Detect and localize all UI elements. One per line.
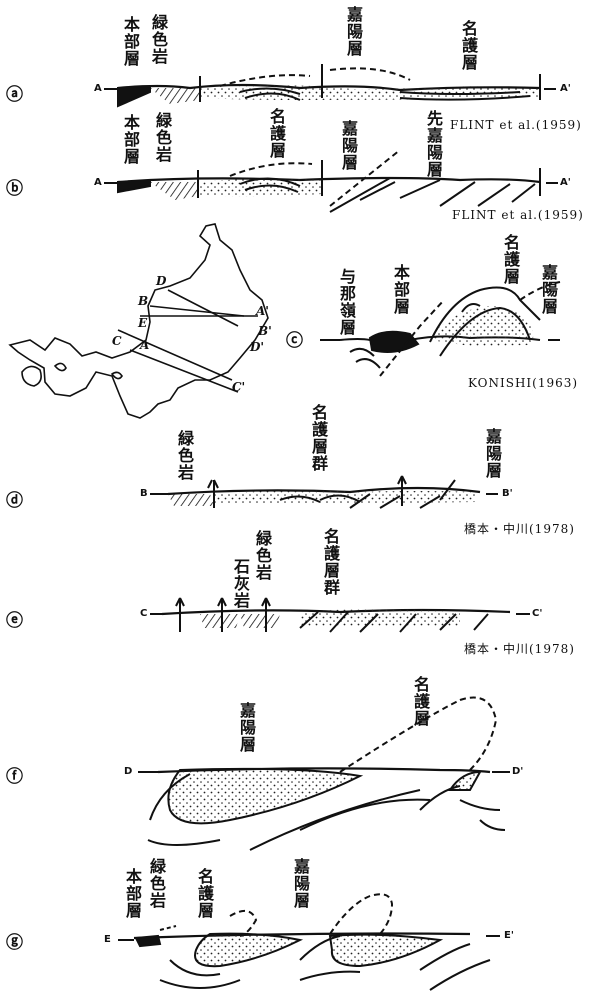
map-point-B: B: [138, 294, 148, 308]
panel-d-endpoint-left: B: [140, 488, 148, 499]
map-point-E: E: [138, 316, 147, 330]
panel-d-endpoint-right: B': [502, 488, 513, 499]
panel-a-letter: ⓐ: [6, 80, 23, 105]
panel-e-endpoint-right: C': [532, 608, 542, 619]
panel-a-citation: FLINT et al.(1959): [450, 118, 582, 132]
panel-d-label-nago-group: 名護層群: [310, 404, 327, 472]
panel-d-label-kayo: 嘉陽層: [484, 428, 501, 479]
panel-f-label-kayo: 嘉陽層: [238, 702, 255, 753]
panel-b-letter: ⓑ: [6, 174, 23, 199]
panel-b-label-greenstone: 緑色岩: [154, 112, 171, 163]
map-point-B-prime: B': [258, 324, 272, 338]
panel-g-label-nago: 名護層: [196, 868, 213, 919]
panel-c-label-yonamine: 与那嶺層: [338, 268, 355, 336]
panel-a-label-kayo: 嘉陽層: [345, 6, 362, 57]
panel-f-endpoint-right: D': [512, 766, 523, 777]
panel-e-label-limestone: 石灰岩: [232, 558, 249, 609]
panel-c-letter: ⓒ: [286, 326, 303, 351]
map-point-C: C: [112, 334, 122, 348]
panel-f-letter: ⓕ: [6, 762, 23, 787]
map-point-C-prime: C': [232, 380, 245, 394]
panel-b-label-kayo: 嘉陽層: [340, 120, 357, 171]
section-a: [104, 64, 556, 106]
map-point-A: A: [140, 338, 149, 352]
panel-b-endpoint-left: A: [94, 177, 102, 188]
map-point-A-prime: A': [256, 304, 269, 318]
panel-a-label-motobu: 本部層: [122, 16, 139, 67]
section-e: [150, 598, 530, 632]
panel-b-citation: FLINT et al.(1959): [452, 208, 584, 222]
panel-d-citation: 橋本・中川(1978): [464, 520, 575, 537]
panel-e-label-greenstone: 緑色岩: [254, 530, 271, 581]
panel-g-endpoint-left: E: [104, 934, 111, 945]
section-d: [150, 476, 498, 508]
panel-b-label-nago: 名護層: [268, 108, 285, 159]
panel-b-endpoint-right: A': [560, 177, 571, 188]
panel-f-label-nago: 名護層: [412, 676, 429, 727]
panel-g-label-kayo: 嘉陽層: [292, 858, 309, 909]
section-b: [104, 150, 558, 212]
panel-b-label-motobu: 本部層: [122, 114, 139, 165]
section-c: [320, 282, 560, 376]
panel-e-citation: 橋本・中川(1978): [464, 640, 575, 657]
panel-g-endpoint-right: E': [504, 930, 514, 941]
panel-f-endpoint-left: D: [124, 766, 132, 777]
panel-e-letter: ⓔ: [6, 606, 23, 631]
panel-b-label-prekayo: 先嘉陽層: [425, 110, 442, 178]
panel-c-label-nago: 名護層: [502, 234, 519, 285]
panel-d-label-greenstone: 緑色岩: [176, 430, 193, 481]
panel-e-label-nago-group: 名護層群: [322, 528, 339, 596]
panel-a-endpoint-left: A: [94, 83, 102, 94]
panel-g-letter: ⓖ: [6, 928, 23, 953]
panel-e-endpoint-left: C: [140, 608, 147, 619]
map-point-D-prime: D': [250, 340, 264, 354]
map-point-D: D: [156, 274, 166, 288]
panel-g-label-motobu: 本部層: [124, 868, 141, 919]
panel-g-label-greenstone: 緑色岩: [148, 858, 165, 909]
panel-c-label-motobu: 本部層: [392, 264, 409, 315]
panel-c-citation: KONISHI(1963): [468, 376, 578, 390]
panel-a-label-nago: 名護層: [460, 20, 477, 71]
section-f: [138, 698, 510, 851]
panel-d-letter: ⓓ: [6, 486, 23, 511]
panel-c-label-kayo: 嘉陽層: [540, 264, 557, 315]
panel-a-endpoint-right: A': [560, 83, 571, 94]
panel-a-label-greenstone: 緑色岩: [150, 14, 167, 65]
